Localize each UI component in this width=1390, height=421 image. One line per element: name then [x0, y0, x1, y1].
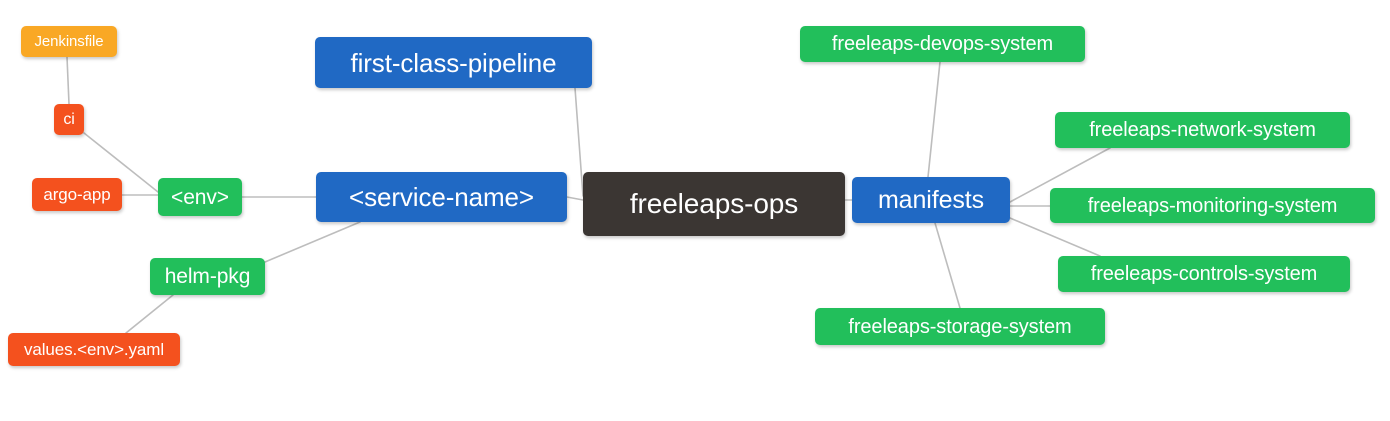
edge-helm-pkg-to-values-yaml: [125, 294, 174, 334]
node-label-service-name: <service-name>: [348, 182, 535, 212]
node-devops-system[interactable]: freeleaps-devops-system: [800, 26, 1085, 62]
node-label-jenkinsfile: Jenkinsfile: [34, 33, 104, 50]
node-first-class-pipeline[interactable]: first-class-pipeline: [315, 37, 592, 88]
node-values-yaml[interactable]: values.<env>.yaml: [8, 333, 180, 366]
node-ci[interactable]: ci: [54, 104, 84, 135]
node-network-system[interactable]: freeleaps-network-system: [1055, 112, 1350, 148]
edge-root-to-service-name: [566, 196, 584, 201]
edge-manifests-to-devops-system: [927, 61, 941, 178]
node-label-devops-system: freeleaps-devops-system: [831, 33, 1054, 55]
node-label-storage-system: freeleaps-storage-system: [848, 315, 1072, 338]
node-label-env: <env>: [171, 185, 229, 209]
node-helm-pkg[interactable]: helm-pkg: [150, 258, 265, 295]
node-env[interactable]: <env>: [158, 178, 242, 216]
edge-service-name-to-helm-pkg: [264, 221, 361, 263]
node-label-helm-pkg: helm-pkg: [164, 265, 251, 288]
node-storage-system[interactable]: freeleaps-storage-system: [815, 308, 1105, 345]
node-label-first-class-pipeline: first-class-pipeline: [350, 47, 557, 78]
node-argo-app[interactable]: argo-app: [32, 178, 122, 211]
node-label-controls-system: freeleaps-controls-system: [1090, 263, 1318, 285]
node-label-argo-app: argo-app: [43, 185, 111, 204]
node-service-name[interactable]: <service-name>: [316, 172, 567, 222]
edge-ci-to-jenkinsfile: [66, 56, 70, 105]
node-monitoring-system[interactable]: freeleaps-monitoring-system: [1050, 188, 1375, 223]
edge-manifests-to-storage-system: [934, 222, 961, 309]
edge-root-to-first-class-pipeline: [574, 87, 584, 197]
edge-manifests-to-controls-system: [1009, 217, 1101, 257]
node-label-manifests: manifests: [877, 185, 985, 214]
node-jenkinsfile[interactable]: Jenkinsfile: [21, 26, 117, 57]
node-manifests[interactable]: manifests: [852, 177, 1010, 223]
node-label-monitoring-system: freeleaps-monitoring-system: [1087, 194, 1338, 217]
node-label-root: freeleaps-ops: [629, 188, 799, 219]
node-label-values-yaml: values.<env>.yaml: [23, 340, 165, 359]
node-label-ci: ci: [63, 110, 75, 128]
node-root[interactable]: freeleaps-ops: [583, 172, 845, 236]
node-controls-system[interactable]: freeleaps-controls-system: [1058, 256, 1350, 292]
node-label-network-system: freeleaps-network-system: [1089, 119, 1316, 141]
